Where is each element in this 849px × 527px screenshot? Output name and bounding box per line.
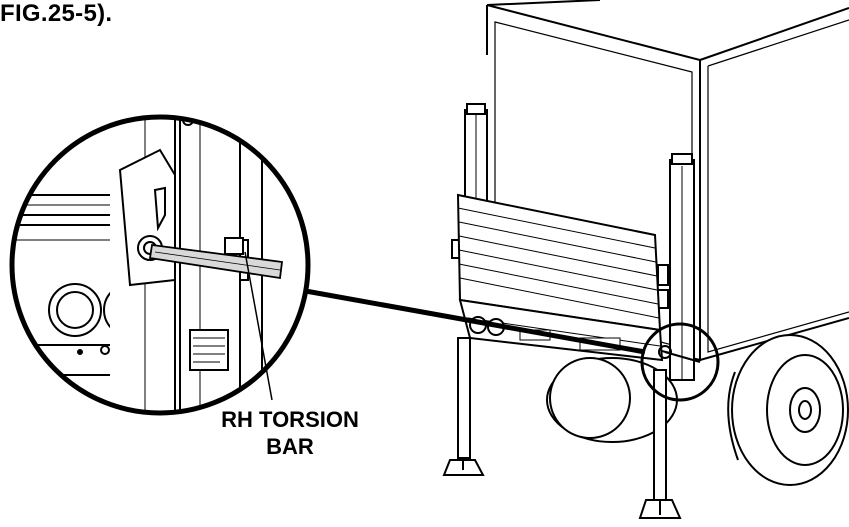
callout-pointer <box>244 251 273 401</box>
leader-line <box>299 287 646 355</box>
callout-line-2: BAR <box>266 434 314 459</box>
figure-reference: FIG.25-5). <box>0 0 113 27</box>
stabilizer-legs <box>442 337 682 519</box>
torsion-bar-callout: RH TORSION BAR <box>190 406 390 460</box>
magnified-detail <box>9 114 311 416</box>
detail-marker <box>640 322 720 402</box>
rear-wheels <box>546 334 849 486</box>
callout-line-1: RH TORSION <box>221 407 359 432</box>
